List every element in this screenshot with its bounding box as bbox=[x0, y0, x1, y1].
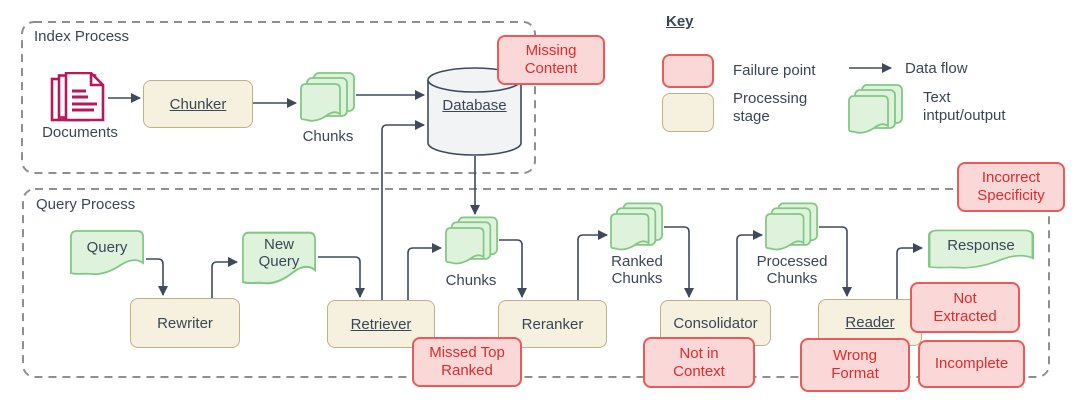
missing-content-label: Missing Content bbox=[524, 42, 578, 77]
ranked-chunks-label: Ranked Chunks bbox=[611, 253, 663, 287]
new-query-doc-shape bbox=[242, 231, 316, 285]
wrong-format-label: Wrong Format bbox=[831, 347, 879, 382]
arrow-query-to-rewriter bbox=[146, 258, 168, 296]
arrow-rewriter-to-new-query bbox=[211, 257, 238, 298]
not-extracted-label: Not Extracted bbox=[933, 289, 997, 325]
key-title: Key bbox=[666, 13, 694, 30]
query-label: Query bbox=[86, 238, 128, 256]
index-process-title: Index Process bbox=[34, 28, 130, 45]
documents-icon bbox=[50, 71, 108, 122]
retriever-label: Retriever bbox=[350, 315, 412, 333]
rewriter-label: Rewriter bbox=[157, 314, 213, 332]
arrow-reader-to-response bbox=[896, 243, 923, 299]
arrow-retriever-to-database bbox=[381, 120, 425, 300]
reader-label: Reader bbox=[845, 314, 895, 331]
consolidator-label: Consolidator bbox=[673, 314, 758, 332]
failure-incomplete: Incomplete bbox=[918, 340, 1025, 388]
failure-wrong-format: Wrong Format bbox=[800, 338, 910, 392]
key-data-flow-label: Data flow bbox=[905, 60, 968, 77]
chunks-index-icon bbox=[300, 72, 356, 126]
rewriter-stage: Rewriter bbox=[130, 298, 240, 348]
missed-top-ranked-label: Missed Top Ranked bbox=[429, 344, 505, 379]
arrow-ranked-chunks-to-consolidator bbox=[664, 226, 694, 298]
response-label: Response bbox=[947, 237, 1015, 254]
arrow-reranker-to-ranked-chunks bbox=[577, 230, 608, 300]
data-flow-arrows bbox=[108, 63, 923, 300]
key-failure-point-label: Failure point bbox=[733, 62, 816, 79]
documents-label: Documents bbox=[42, 124, 118, 141]
processed-chunks-label: Processed Chunks bbox=[756, 253, 828, 287]
chunker-label: Chunker bbox=[169, 95, 227, 113]
arrow-retriever-to-chunks bbox=[407, 243, 442, 300]
incomplete-label: Incomplete bbox=[934, 355, 1009, 372]
failure-not-in-context: Not in Context bbox=[643, 337, 755, 388]
new-query-label: New Query bbox=[258, 235, 300, 270]
processed-chunks-icon bbox=[765, 202, 819, 255]
reranker-label: Reranker bbox=[521, 315, 584, 333]
response-doc: Response bbox=[925, 227, 1037, 272]
failure-not-extracted: Not Extracted bbox=[910, 282, 1020, 333]
chunks-query-icon bbox=[445, 216, 499, 269]
response-doc-shape bbox=[927, 229, 1035, 269]
key-text-io-icon bbox=[848, 84, 904, 138]
database-icon: Database bbox=[427, 67, 522, 156]
database-label: Database bbox=[442, 97, 507, 114]
arrow-chunks-to-reranker bbox=[499, 239, 527, 298]
new-query-doc: New Query bbox=[240, 228, 318, 289]
key-processing-stage-label: Processing stage bbox=[733, 90, 808, 125]
not-in-context-label: Not in Context bbox=[673, 344, 725, 380]
failure-missed-top-ranked: Missed Top Ranked bbox=[412, 337, 522, 387]
ranked-chunks-icon bbox=[610, 202, 664, 255]
failure-missing-content: Missing Content bbox=[497, 35, 605, 85]
chunker-stage: Chunker bbox=[143, 80, 253, 128]
incorrect-specificity-label: Incorrect Specificity bbox=[977, 169, 1045, 204]
index-process-border bbox=[21, 21, 536, 174]
query-doc-shape bbox=[70, 230, 144, 276]
key-processing-stage-swatch bbox=[662, 93, 714, 132]
arrow-processed-chunks-to-reader bbox=[819, 226, 852, 297]
key-failure-point-swatch bbox=[662, 54, 714, 88]
query-doc: Query bbox=[68, 227, 146, 279]
reranker-stage: Reranker bbox=[498, 300, 607, 348]
arrow-consolidator-to-processed-chunks bbox=[736, 230, 763, 300]
key-text-io-label: Text intput/output bbox=[923, 89, 1006, 124]
failure-incorrect-specificity: Incorrect Specificity bbox=[957, 162, 1065, 212]
chunks-index-label: Chunks bbox=[302, 128, 354, 145]
arrow-new-query-to-retriever bbox=[318, 256, 365, 298]
chunks-query-label: Chunks bbox=[445, 272, 497, 289]
query-process-title: Query Process bbox=[36, 196, 136, 213]
